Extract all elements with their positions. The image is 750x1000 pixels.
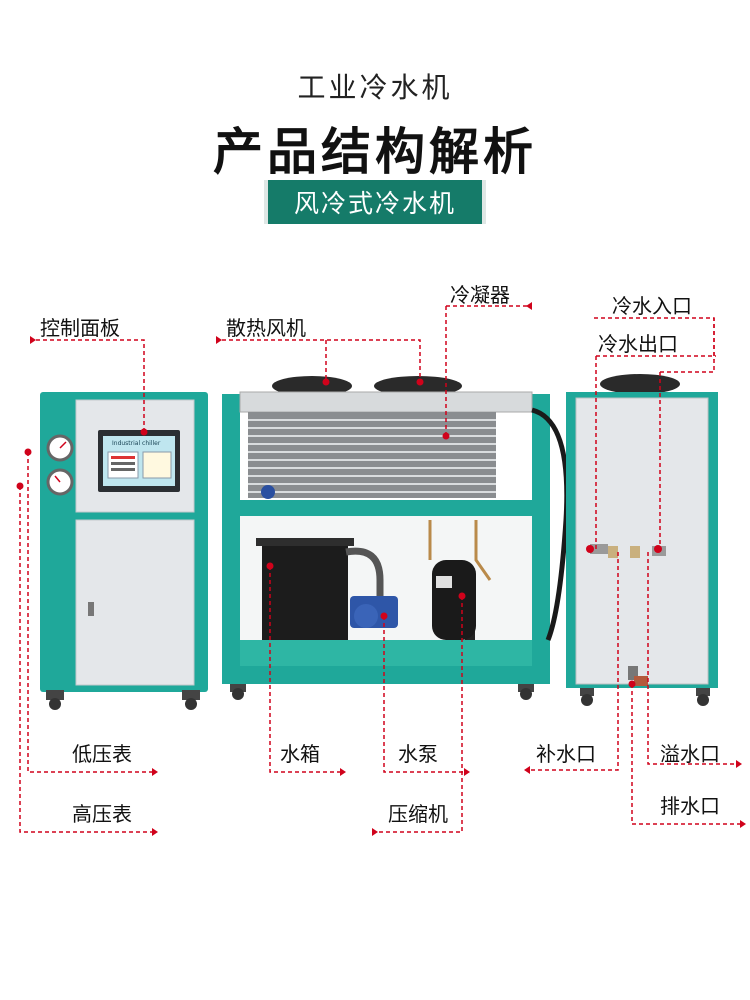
high-pressure-gauge-icon bbox=[46, 468, 74, 496]
water-ports bbox=[586, 544, 666, 686]
label-overflow-port: 溢水口 bbox=[660, 742, 720, 766]
water-pump bbox=[350, 596, 398, 628]
label-water-pump: 水泵 bbox=[398, 742, 438, 766]
type-badge: 风冷式冷水机 bbox=[268, 180, 482, 224]
label-compressor: 压缩机 bbox=[388, 802, 448, 826]
page-title: 产品结构解析 bbox=[213, 123, 537, 181]
callout-lines bbox=[19, 305, 740, 833]
compressor bbox=[432, 560, 476, 640]
label-condenser: 冷凝器 bbox=[450, 283, 510, 307]
label-low-pressure-gauge: 低压表 bbox=[72, 742, 132, 766]
open-unit bbox=[222, 376, 570, 700]
label-fan: 散热风机 bbox=[226, 316, 306, 340]
label-control-panel: 控制面板 bbox=[40, 316, 120, 340]
front-unit: Industrial chiller bbox=[40, 392, 208, 710]
back-unit bbox=[566, 374, 718, 706]
fan-icon bbox=[272, 376, 462, 396]
label-makeup-water-port: 补水口 bbox=[536, 742, 596, 766]
label-drain-port: 排水口 bbox=[660, 794, 720, 818]
callout-chevrons bbox=[30, 302, 746, 836]
low-pressure-gauge-icon bbox=[46, 434, 74, 462]
label-cold-water-outlet: 冷水出口 bbox=[598, 332, 678, 356]
condenser-coil bbox=[248, 412, 496, 498]
control-panel-screen: Industrial chiller bbox=[98, 430, 180, 492]
water-tank bbox=[256, 538, 354, 652]
control-screen-text: Industrial chiller bbox=[112, 440, 161, 447]
label-cold-water-inlet: 冷水入口 bbox=[612, 294, 692, 318]
label-high-pressure-gauge: 高压表 bbox=[72, 802, 132, 826]
page-subtitle: 工业冷水机 bbox=[297, 71, 453, 104]
callout-dots bbox=[16, 378, 636, 688]
label-water-tank: 水箱 bbox=[280, 742, 320, 766]
